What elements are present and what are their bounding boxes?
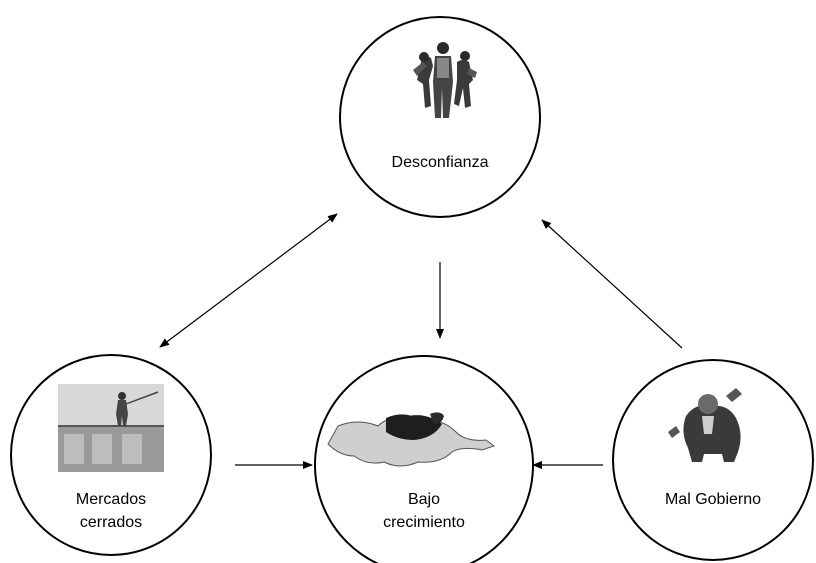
arrow-gobierno-desconfianza bbox=[541, 219, 683, 349]
node-label-mal-gobierno: Mal Gobierno bbox=[665, 491, 761, 508]
arguing-men-icon bbox=[413, 42, 477, 118]
node-label-bajo-line1: Bajo bbox=[408, 491, 440, 508]
arrow-mercados-desconfianza bbox=[159, 213, 338, 348]
node-label-mercados-line2: cerrados bbox=[80, 514, 142, 531]
node-label-mercados-line1: Mercados bbox=[76, 491, 146, 508]
node-bajo-crecimiento: Bajo crecimiento bbox=[314, 355, 534, 563]
factory-worker-icon bbox=[58, 384, 164, 472]
node-label-bajo-line2: crecimiento bbox=[383, 514, 465, 531]
angry-official-icon bbox=[668, 388, 742, 462]
node-desconfianza: Desconfianza bbox=[339, 16, 541, 218]
node-mercados-cerrados: Mercados cerrados bbox=[10, 354, 212, 556]
node-mal-gobierno: Mal Gobierno bbox=[612, 359, 814, 561]
collapsed-figure-icon bbox=[327, 412, 496, 467]
node-label-desconfianza: Desconfianza bbox=[392, 154, 489, 171]
